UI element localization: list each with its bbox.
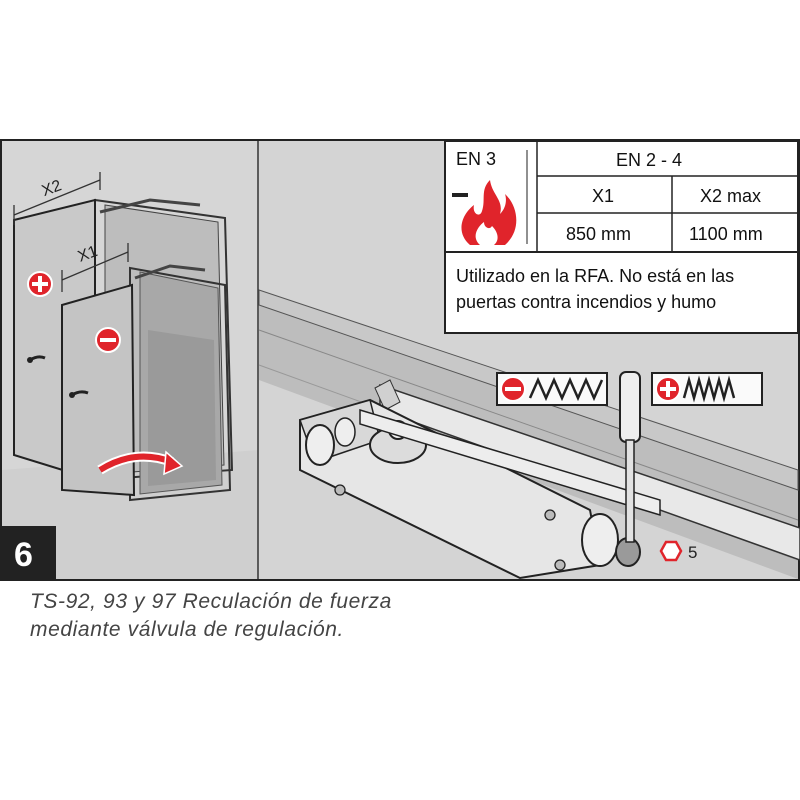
plus-circle-icon: [27, 271, 53, 297]
hex-key-tool: [619, 371, 641, 543]
door-handle-icon: [27, 355, 46, 363]
door-panel: X2 X1: [2, 141, 259, 579]
step-badge: 6: [2, 526, 56, 579]
en24-label: EN 2 - 4: [616, 150, 682, 170]
x2-label: X2: [40, 177, 64, 200]
x1-dimension-line: [61, 251, 129, 281]
callout-number: 5: [688, 543, 697, 562]
note-line-2: puertas contra incendios y humo: [456, 292, 716, 312]
x2max-value: 1100 mm: [689, 224, 763, 244]
figure-caption: TS-92, 93 y 97 Reculación de fuerza medi…: [30, 588, 590, 644]
slide-rail: [379, 383, 800, 561]
minus-circle-icon: [95, 327, 121, 353]
rotate-arrow-icon: [97, 450, 184, 476]
door-handle-icon: [69, 390, 89, 398]
step-number: 6: [14, 536, 33, 574]
x2-dimension-line: [13, 179, 101, 216]
door-closer-body: [299, 398, 661, 580]
x2max-header: X2 max: [700, 186, 761, 206]
caption-line-1: TS-92, 93 y 97 Reculación de fuerza: [30, 590, 392, 613]
x1-label: X1: [76, 243, 100, 266]
en3-label: EN 3: [456, 149, 496, 169]
spec-table: EN 3 EN 2 - 4 X1 X2 max 850 mm 1100 mm U…: [444, 140, 799, 334]
spring-stronger-indicator: [651, 372, 763, 406]
note-line-1: Utilizado en la RFA. No está en las: [456, 266, 734, 286]
x1-header: X1: [592, 186, 614, 206]
fire-icon: [452, 180, 517, 245]
hex-key-icon: [659, 540, 683, 562]
x1-value: 850 mm: [566, 224, 631, 244]
spring-weaker-indicator: [496, 372, 608, 406]
caption-line-2: mediante válvula de regulación.: [30, 618, 344, 641]
